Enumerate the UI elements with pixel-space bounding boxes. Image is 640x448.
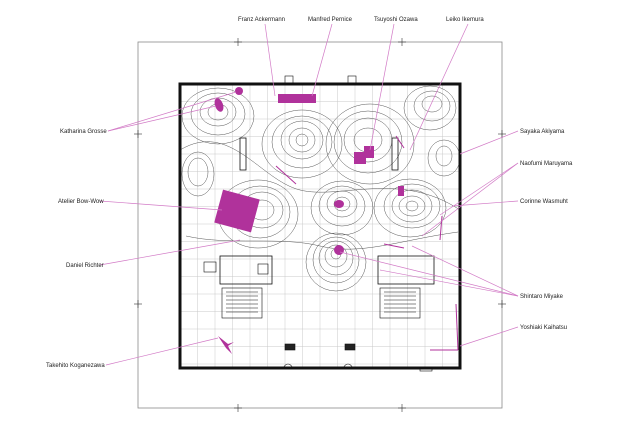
site-boundary — [137, 41, 503, 409]
artwork-katharina-grosse — [214, 98, 224, 112]
artwork-atelier-bow-wow — [214, 189, 260, 233]
building-outer-wall — [178, 82, 462, 370]
label-takehito-koganezawa: Takehito Koganezawa — [46, 363, 105, 369]
artwork-shintaro-miyake — [334, 245, 344, 255]
artworks — [214, 87, 404, 354]
stair-right — [379, 287, 421, 319]
artwork-tsuyoshi-ozawa — [354, 152, 366, 164]
contour-lines — [179, 85, 461, 292]
label-leiko-ikemura: Leiko Ikemura — [446, 17, 484, 23]
label-daniel-richter: Daniel Richter — [66, 263, 104, 269]
artwork-takehito-koganezawa — [218, 336, 234, 354]
leader-lines — [99, 23, 519, 366]
label-sayaka-akiyama: Sayaka Akiyama — [520, 129, 565, 135]
artwork-franz-ackermann — [235, 87, 243, 95]
artwork-lines — [275, 135, 459, 351]
label-franz-ackermann: Franz Ackermann — [238, 17, 285, 23]
boundary-cross-marks — [134, 38, 506, 412]
interior-elements — [219, 137, 435, 285]
artwork-tsuyoshi-ozawa-2 — [364, 146, 374, 158]
artwork-sayaka-akiyama — [398, 186, 404, 196]
label-katharina-grosse: Katharina Grosse — [60, 129, 107, 135]
floor-grid — [180, 84, 460, 368]
label-corinne-wasmuht: Corinne Wasmuht — [520, 199, 568, 205]
stair-left — [221, 287, 263, 319]
label-atelier-bow-wow: Atelier Bow-Wow — [58, 199, 104, 205]
label-tsuyoshi-ozawa: Tsuyoshi Ozawa — [374, 17, 418, 23]
label-naofumi-maruyama: Naofumi Maruyama — [520, 161, 573, 167]
artwork-manfred-pernice — [278, 94, 316, 103]
label-shintaro-miyake: Shintaro Miyake — [520, 294, 564, 300]
label-manfred-pernice: Manfred Pernice — [308, 17, 353, 23]
label-yoshiaki-kaihatsu: Yoshiaki Kaihatsu — [520, 325, 567, 331]
fixtures — [203, 75, 433, 372]
artwork-corinne-center — [334, 200, 344, 208]
